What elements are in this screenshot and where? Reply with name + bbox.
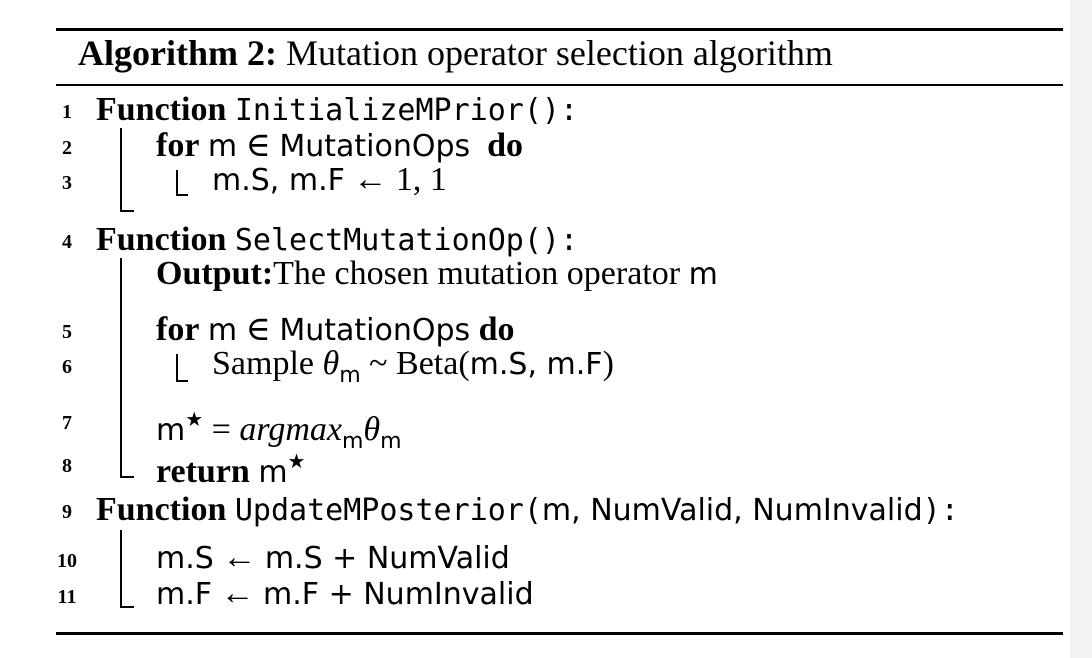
output-spec: Output:The chosen mutation operator m [156,254,718,295]
argmax-fn: argmax [239,411,342,448]
function-open-paren: ( [523,493,542,528]
loop-foot [176,380,188,382]
output-label: Output [156,255,262,292]
function-keyword: Function [96,91,227,128]
m-star-var: m [156,413,186,448]
bottom-rule [56,632,1063,635]
line-number: 9 [62,501,72,523]
init-value: 1, 1 [395,161,447,198]
function-colon: : [559,223,579,258]
element-of: ∈ [245,127,271,164]
init-lhs: m.S, m.F [212,163,345,198]
block-foot [120,606,134,608]
algorithm-caption: Algorithm 2: Mutation operator selection… [78,30,833,76]
block-bar [120,128,122,212]
line-number: 11 [57,586,77,608]
for-keyword: for [156,311,200,348]
distributed-as: ~ [369,345,388,382]
line-number: 1 [62,101,72,123]
function-select: Function SelectMutationOp(): [96,220,578,261]
equals-sign: = [211,411,231,448]
return-statement: return m★ [156,442,305,493]
update-s-statement: m.S ← m.S + NumValid [156,538,510,579]
algorithm-title: Mutation operator selection algorithm [285,33,833,73]
loop-set: MutationOps [279,129,471,164]
function-close: ): [922,493,959,528]
element-of: ∈ [245,311,271,348]
do-keyword: do [478,311,515,348]
line-number: 8 [62,455,72,477]
line-number: 7 [62,412,72,434]
block-bar [120,258,122,478]
beta-name: Beta( [396,345,470,382]
loop-set: MutationOps [279,313,471,348]
loop-var: m [207,313,238,348]
function-keyword: Function [96,491,227,528]
loop-bar [176,354,178,382]
output-colon: : [261,255,274,292]
init-statement: m.S, m.F ← 1, 1 [212,160,447,201]
block-foot [120,476,134,478]
assign-arrow: ← [222,539,257,576]
for-loop-header: for m ∈ MutationOps do [156,126,523,167]
output-text: The chosen mutation operator [273,255,681,292]
theta-symbol: θ [363,411,381,448]
sample-statement: Sample θm ~ Beta(m.S, m.F) [212,344,614,396]
function-colon: : [559,93,579,128]
page-edge-shade [1070,0,1092,658]
output-var: m [688,257,718,292]
star-symbol: ★ [287,451,306,473]
line-number: 2 [62,137,72,159]
line-number: 6 [62,356,72,378]
block-bar [120,530,122,608]
for-loop-header: for m ∈ MutationOps do [156,310,515,351]
assign-arrow: ← [353,161,388,198]
loop-bar [176,170,178,196]
function-args: () [523,223,560,258]
function-name: InitializeMPrior [234,93,524,128]
update-lhs: m.S [156,541,214,576]
line-number: 4 [62,231,72,253]
update-f-statement: m.F ← m.F + NumInvalid [156,574,534,615]
loop-var: m [207,129,238,164]
header-rule [56,84,1063,86]
line-number: 10 [57,550,77,572]
theta-symbol: θ [322,345,340,382]
function-name: SelectMutationOp [234,223,524,258]
return-keyword: return [156,453,250,490]
top-rule [56,28,1063,31]
update-rhs: m.F + NumInvalid [263,577,534,612]
do-keyword: do [487,127,524,164]
function-update: Function UpdateMPosterior(m, NumValid, N… [96,490,959,531]
line-number: 3 [62,172,72,194]
sample-word: Sample [212,345,314,382]
theta-subscript: m [380,429,402,454]
update-lhs: m.F [156,577,213,612]
argmax-statement: m★ = argmaxmθm [156,400,402,462]
assign-arrow: ← [220,575,255,612]
theta-subscript: m [339,363,361,388]
loop-foot [176,194,188,196]
block-foot [120,210,134,212]
line-number: 5 [62,321,72,343]
function-initialize: Function InitializeMPrior(): [96,90,578,131]
argmax-subscript: m [341,429,364,454]
beta-args: m.S, m.F [469,347,603,382]
for-keyword: for [156,127,200,164]
function-keyword: Function [96,221,227,258]
function-args: () [523,93,560,128]
beta-close: ) [602,345,614,382]
update-rhs: m.S + NumValid [264,541,510,576]
algorithm-label: Algorithm 2: [78,33,277,73]
function-name: UpdateMPosterior [234,493,524,528]
star-symbol: ★ [185,409,204,431]
function-params: m, NumValid, NumInvalid [541,493,923,528]
m-star-var: m [258,455,288,490]
